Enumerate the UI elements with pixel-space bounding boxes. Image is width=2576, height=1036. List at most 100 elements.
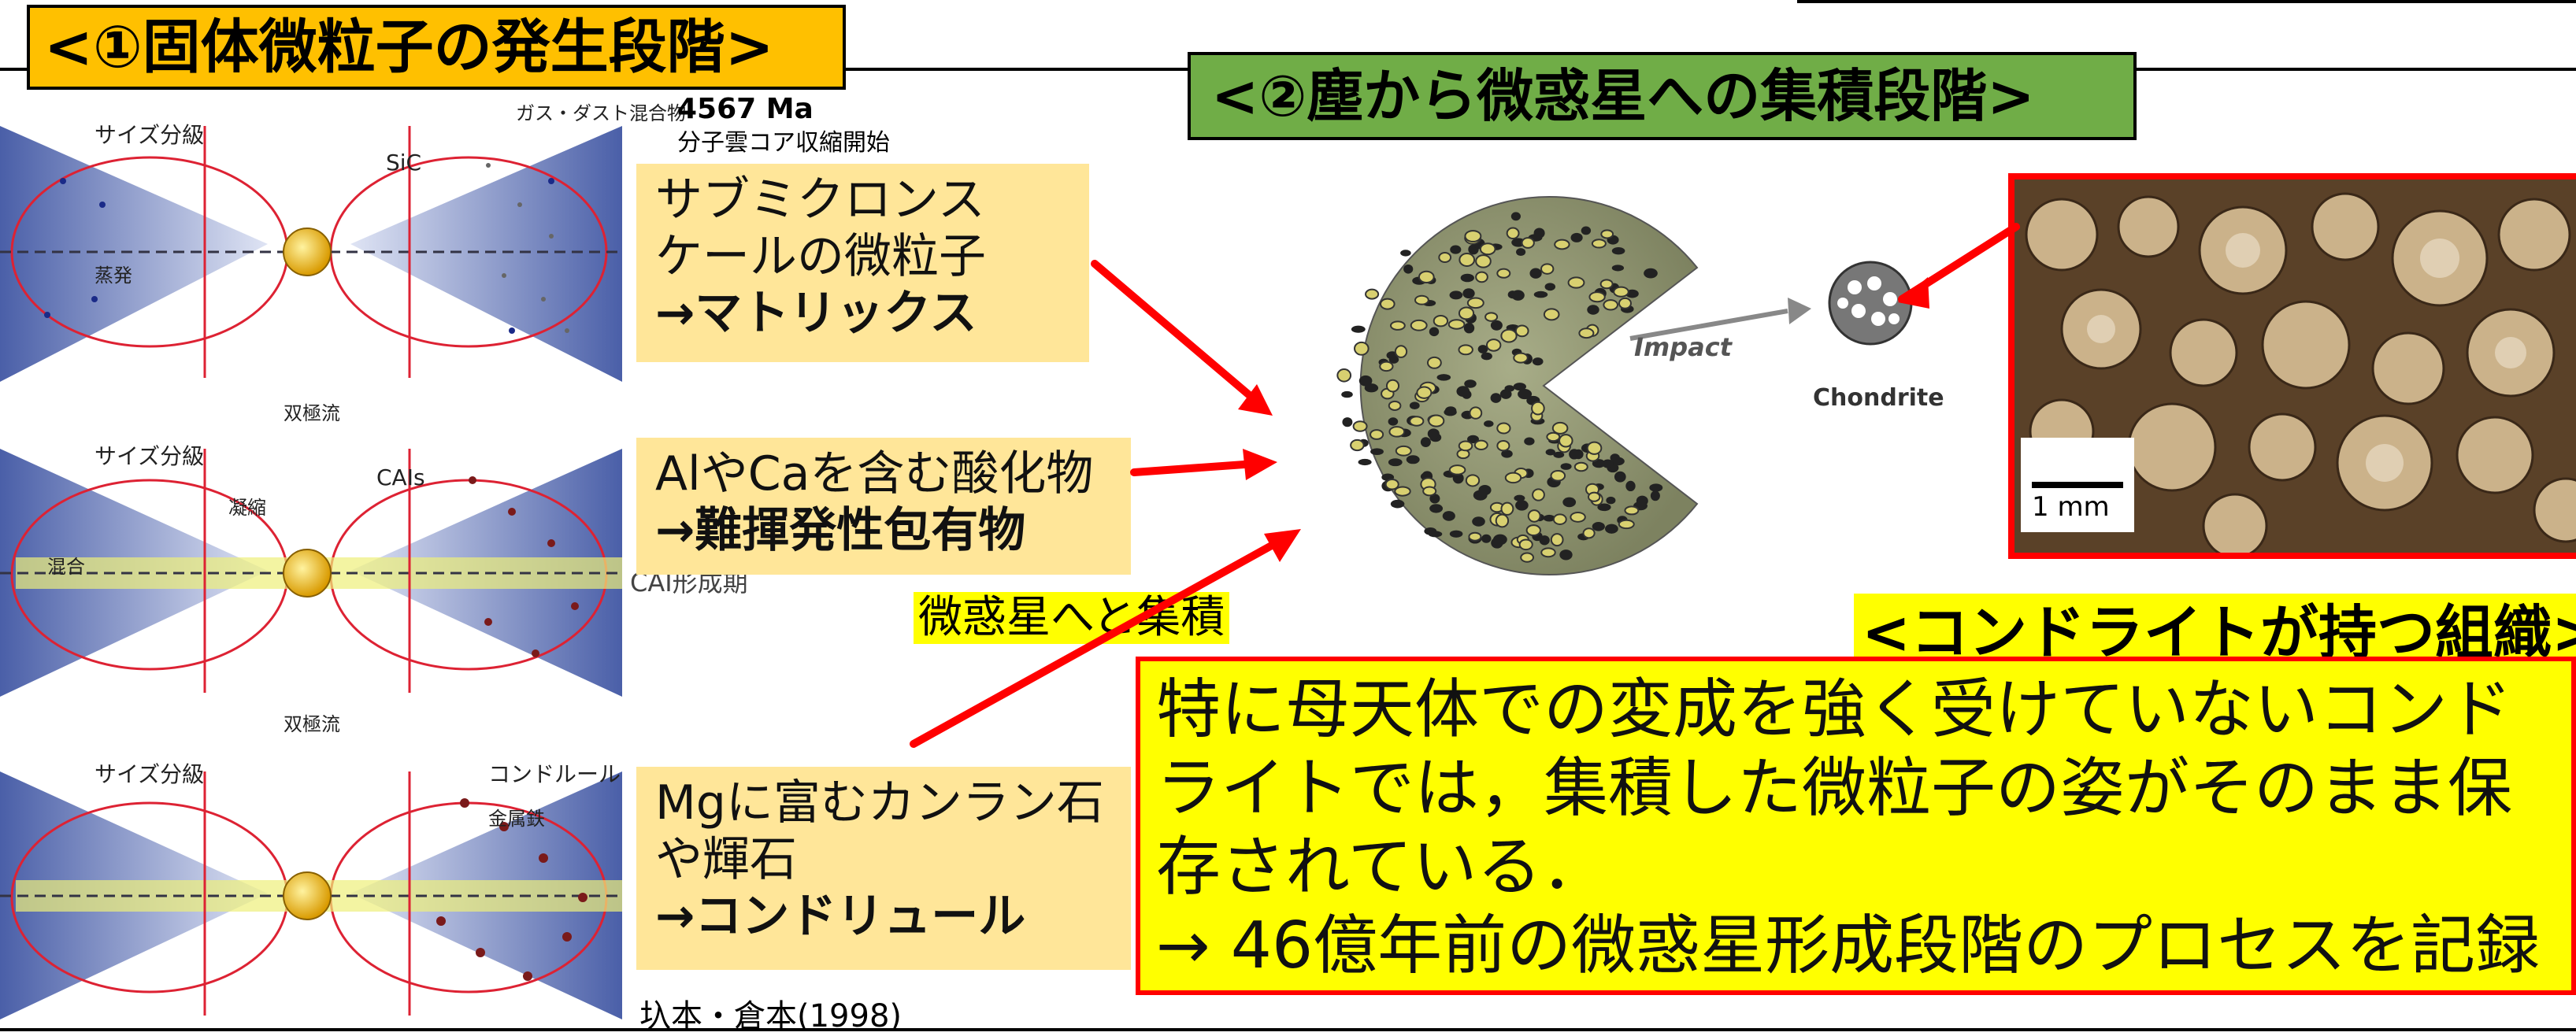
planetesimal-illustration: [1336, 196, 1913, 575]
dust-particle: [1515, 500, 1529, 511]
chondrule-particle: [1475, 271, 1488, 283]
note-matrix: サブミクロンス ケールの微粒子 →マトリックス: [636, 164, 1089, 362]
chondrule-particle: [1518, 538, 1533, 551]
chondrite-label: Chondrite: [1813, 384, 1944, 412]
diagram-panel-3: [0, 771, 622, 1019]
chondrule-particle: [1531, 401, 1545, 416]
dust-particle: [1449, 530, 1463, 538]
dust-particle: [1514, 494, 1525, 501]
dust-particle: [1539, 535, 1550, 546]
chondrule-particle: [1484, 312, 1499, 322]
note-cai-bold: →難揮発性包有物: [655, 503, 1026, 558]
chondrule-particle: [1506, 227, 1520, 240]
chondrule-particle: [1385, 379, 1400, 393]
chondrule-particle: [1469, 406, 1483, 420]
chondrule-particle: [1532, 488, 1545, 501]
dust-particle: [1592, 522, 1605, 531]
chondrule-particle: [1390, 320, 1406, 331]
header-rule-mid: [846, 68, 1188, 71]
chondrule-particle: [1458, 306, 1475, 320]
dust-particle: [1420, 437, 1431, 447]
top-rule-right: [1797, 0, 2576, 3]
dust-particle: [1342, 417, 1353, 427]
arrowhead-cai: [1243, 449, 1277, 480]
chondrule-particle: [1567, 276, 1585, 289]
chondrule-particle: [1521, 237, 1535, 249]
dust-particle: [1587, 305, 1599, 315]
chondrule-particle: [1350, 438, 1365, 452]
dust-particle: [1606, 496, 1616, 505]
dust-particle: [1427, 428, 1440, 439]
condensation-label-2: 凝縮: [228, 497, 266, 519]
chondrule-particle: [1624, 505, 1640, 516]
chondrule-particle: [1458, 440, 1473, 452]
dust-particle: [1358, 458, 1372, 466]
note-cai: AlやCaを含む酸化物 →難揮発性包有物: [636, 438, 1131, 575]
dust-particle: [1452, 472, 1464, 484]
diagram-panel-2: [0, 449, 622, 697]
note-cai-line1: AlやCaを含む酸化物: [655, 446, 1094, 501]
dust-particle: [1513, 383, 1526, 391]
dust-particle: [1400, 250, 1411, 257]
chondrule-particle: [1551, 421, 1569, 435]
dust-particle: [1518, 389, 1533, 400]
gas-dust-label: ガス・ダスト混合物: [516, 102, 686, 124]
size-label-3: サイズ分級: [95, 761, 205, 787]
formation-stage-diagram: [0, 126, 622, 1019]
mixing-label-2: 混合: [47, 556, 85, 578]
chondrule-particle: [1448, 464, 1466, 475]
dust-particle: [1597, 503, 1611, 512]
dust-particle: [1351, 325, 1366, 333]
scale-bar: [2032, 482, 2123, 488]
cais-label: CAIs: [376, 464, 425, 490]
chondrule-particle: [1485, 339, 1502, 352]
dust-particle: [1490, 320, 1503, 331]
chondrule-particle: [1540, 263, 1555, 275]
dust-particle: [1545, 449, 1555, 456]
chondrule-particle: [1336, 368, 1352, 383]
main-text-line1: 特に母天体での変成を強く受けていないコンド: [1156, 672, 2513, 747]
chondrule-particle: [1588, 491, 1601, 502]
dust-particle: [1464, 379, 1477, 388]
note-chondrule-bold: →コンドリュール: [655, 889, 1026, 944]
impact-label: Impact: [1634, 332, 1733, 362]
micrograph-texture: [2014, 179, 2576, 553]
chondrule-particle: [1514, 324, 1529, 338]
chondrule-label: コンドルール: [488, 761, 621, 787]
dust-particle: [1543, 514, 1555, 522]
chondrule-particle: [1520, 552, 1534, 563]
stage1-title: <①固体微粒子の発生段階>: [27, 5, 846, 90]
chondrule-particle: [1479, 242, 1496, 256]
arrow-matrix: [1091, 260, 1256, 401]
dust-particle: [1553, 451, 1565, 458]
dust-particle: [1358, 375, 1373, 387]
dust-particle: [1650, 490, 1660, 501]
chondrule-particle: [1388, 426, 1406, 438]
stage2-title: <②塵から微惑星への集積段階>: [1188, 52, 2137, 140]
dust-particle: [1428, 531, 1443, 538]
dust-particle: [1605, 524, 1618, 534]
chondrule-particle: [1540, 547, 1556, 558]
dust-particle: [1460, 273, 1474, 283]
chondrule-particle: [1496, 440, 1510, 452]
core-collapse-label: 分子雲コア収縮開始: [677, 129, 890, 157]
header-rule-right: [2137, 68, 2576, 71]
dust-particle: [1570, 232, 1583, 242]
dust-particle: [1559, 549, 1573, 561]
dust-particle: [1429, 494, 1440, 504]
chondrule-particle: [1466, 297, 1484, 309]
header-rule-left: [0, 68, 27, 71]
sic-label: SiC: [386, 150, 422, 176]
dust-particle: [1481, 352, 1492, 361]
chondrule-particle: [1458, 253, 1476, 267]
arrowhead-chondrite: [1898, 277, 1929, 309]
chondrule-particle: [1395, 445, 1412, 457]
dust-particle: [1390, 499, 1405, 509]
chondrule-particle: [1380, 298, 1395, 310]
dust-particle: [1403, 264, 1414, 274]
chondrule-particle: [1379, 361, 1394, 372]
chondrule-particle: [1365, 288, 1380, 300]
dust-particle: [1449, 290, 1463, 300]
chondrule-particle: [1582, 527, 1596, 539]
